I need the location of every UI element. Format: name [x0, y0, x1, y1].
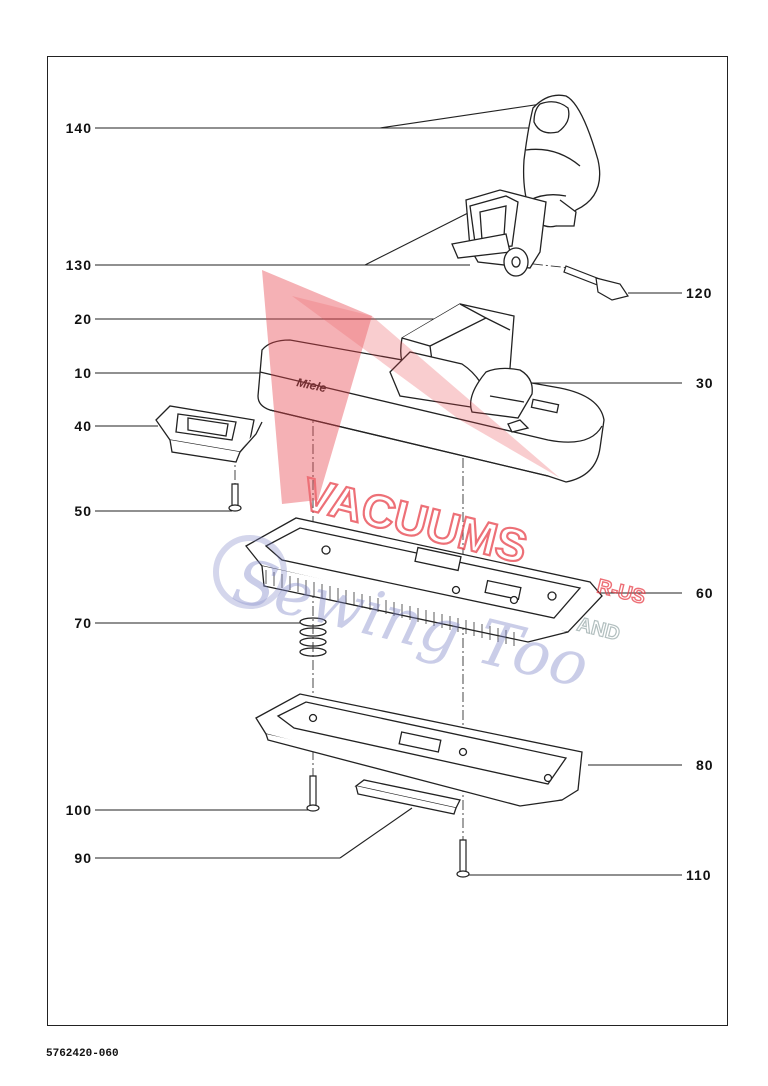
- part-40-bracket: [155, 405, 263, 463]
- callout-30: 30: [696, 375, 714, 391]
- brush-bristles: [265, 570, 515, 646]
- callout-130: 130: [65, 257, 92, 273]
- callout-100: 100: [65, 802, 92, 818]
- diagram-border: [47, 56, 728, 1026]
- brand-mark: Miele: [295, 375, 328, 395]
- callout-60: 60: [696, 585, 714, 601]
- callout-10: 10: [74, 365, 92, 381]
- callout-80: 80: [696, 757, 714, 773]
- callout-90: 90: [74, 850, 92, 866]
- callout-70: 70: [74, 615, 92, 631]
- leader-lines: [95, 102, 682, 876]
- part-90-strip: [354, 779, 461, 815]
- part-100-screw: [306, 775, 320, 812]
- part-60-brush-plate: [245, 517, 603, 643]
- callout-40: 40: [74, 418, 92, 434]
- watermark-suffix: R-US: [595, 576, 648, 609]
- part-10-housing: [257, 339, 605, 483]
- document-number: 5762420-060: [46, 1048, 119, 1060]
- callout-110: 110: [686, 867, 712, 883]
- callout-50: 50: [74, 503, 92, 519]
- part-70-spring: [299, 617, 327, 657]
- part-140-swivel-neck: [522, 94, 601, 228]
- callout-20: 20: [74, 311, 92, 327]
- callout-140: 140: [65, 120, 92, 136]
- part-110-screw: [456, 839, 470, 878]
- part-120-axle-pin: [563, 265, 629, 301]
- part-130-wheel-yoke: [451, 189, 547, 277]
- callout-120: 120: [686, 285, 713, 301]
- part-30-pedal: [469, 367, 533, 419]
- part-50-screw: [228, 483, 242, 512]
- part-80-base-plate: [255, 693, 583, 807]
